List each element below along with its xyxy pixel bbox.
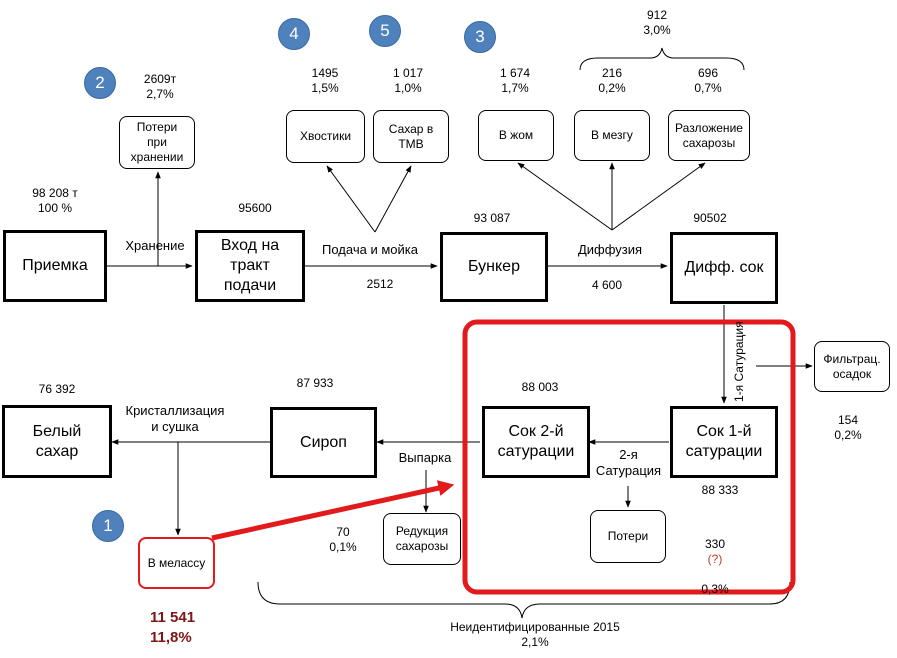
value-neident: Неидентифицированные 2015 2,1%	[450, 620, 620, 649]
value-podacha-moyka: 2512	[366, 277, 394, 291]
value-sok1: 88 333	[701, 483, 739, 497]
edge-hranenie: Хранение	[125, 238, 185, 253]
arrow-to-hvostiki	[326, 165, 376, 233]
box-v-melassu: В мелассу	[138, 537, 215, 589]
value-bunker: 93 087	[473, 211, 511, 225]
value-diff-sok: 90502	[693, 211, 727, 225]
value-sahar-tmv: 1 017 1,0%	[392, 66, 424, 95]
value-melassa: 11 541 11,8%	[150, 608, 230, 648]
edge-kristallizatsiya: Кристаллизация и сушка	[125, 403, 225, 434]
value-sok2: 88 003	[521, 380, 559, 394]
value-razlozhenie: 696 0,7%	[694, 66, 722, 95]
arrow-to-razlozhenie	[611, 162, 706, 231]
value-v-mezgu: 216 0,2%	[598, 66, 626, 95]
box-sahar-tmv: Сахар в ТМВ	[373, 110, 449, 163]
arrow-to-sahar-tmv	[374, 165, 412, 233]
edge-saturatsiya2: 2-я Сатурация	[595, 447, 662, 478]
value-poteri-number: 330	[704, 537, 726, 551]
box-beliy-sahar: Белый сахар	[2, 405, 112, 478]
value-vhod: 95600	[238, 201, 272, 215]
value-melassa-percent: 11,8%	[150, 629, 192, 646]
box-poteri-hranenie: Потери при хранении	[119, 116, 195, 169]
value-diffuziya: 4 600	[591, 278, 623, 292]
step-badge-3: 3	[464, 21, 496, 53]
edge-saturatsiya1: 1-я Сатурация	[732, 321, 746, 402]
value-hvostiki: 1495 1,5%	[311, 66, 339, 95]
value-beliy-sahar: 76 392	[38, 382, 76, 396]
box-diff-sok: Дифф. сок	[670, 232, 778, 304]
box-sirop: Сироп	[270, 407, 377, 478]
box-bunker: Бункер	[440, 232, 548, 302]
brace-top	[579, 47, 745, 71]
box-v-mezgu: В мезгу	[574, 110, 650, 161]
brace-bottom	[257, 581, 791, 619]
value-melassa-number: 11 541	[150, 609, 196, 626]
box-sok2: Сок 2-й сатурации	[482, 406, 590, 478]
value-reduktsiya: 70 0,1%	[329, 525, 357, 554]
box-priemka: Приемка	[3, 230, 107, 302]
value-v-zhom: 1 674 1,7%	[499, 66, 531, 95]
step-badge-4: 4	[278, 18, 310, 50]
value-diff-total: 912 3,0%	[643, 8, 671, 37]
highlight-arrow	[211, 480, 455, 541]
step-badge-1: 1	[92, 510, 124, 542]
box-vhod: Вход на тракт подачи	[195, 230, 305, 302]
edge-podacha: Подача и мойка	[322, 242, 418, 257]
value-poteri: 330 (?) 0,3%	[680, 522, 750, 597]
arrow-to-zhom	[517, 162, 613, 231]
box-hvostiki: Хвостики	[286, 110, 365, 163]
box-filtr-osadok: Фильтрац. осадок	[814, 341, 890, 392]
edge-viparka: Выпарка	[398, 450, 452, 465]
value-sirop: 87 933	[296, 376, 334, 390]
value-hranenie-loss: 2609т 2,7%	[143, 72, 177, 101]
value-poteri-question: (?)	[707, 552, 723, 566]
value-poteri-percent: 0,3%	[701, 582, 729, 596]
box-sok1: Сок 1-й сатурации	[670, 406, 778, 478]
step-badge-2: 2	[84, 67, 116, 99]
box-v-zhom: В жом	[478, 110, 554, 161]
value-priemka: 98 208 т 100 %	[32, 186, 78, 215]
step-badge-5: 5	[369, 15, 401, 47]
box-poteri: Потери	[590, 510, 666, 563]
box-razlozhenie: Разложение сахарозы	[668, 110, 750, 161]
value-filtr-osadok: 154 0,2%	[834, 413, 862, 442]
highlight-frame	[462, 319, 796, 595]
box-reduktsiya: Редукция сахарозы	[383, 513, 461, 565]
edge-diffuziya: Диффузия	[577, 242, 643, 257]
